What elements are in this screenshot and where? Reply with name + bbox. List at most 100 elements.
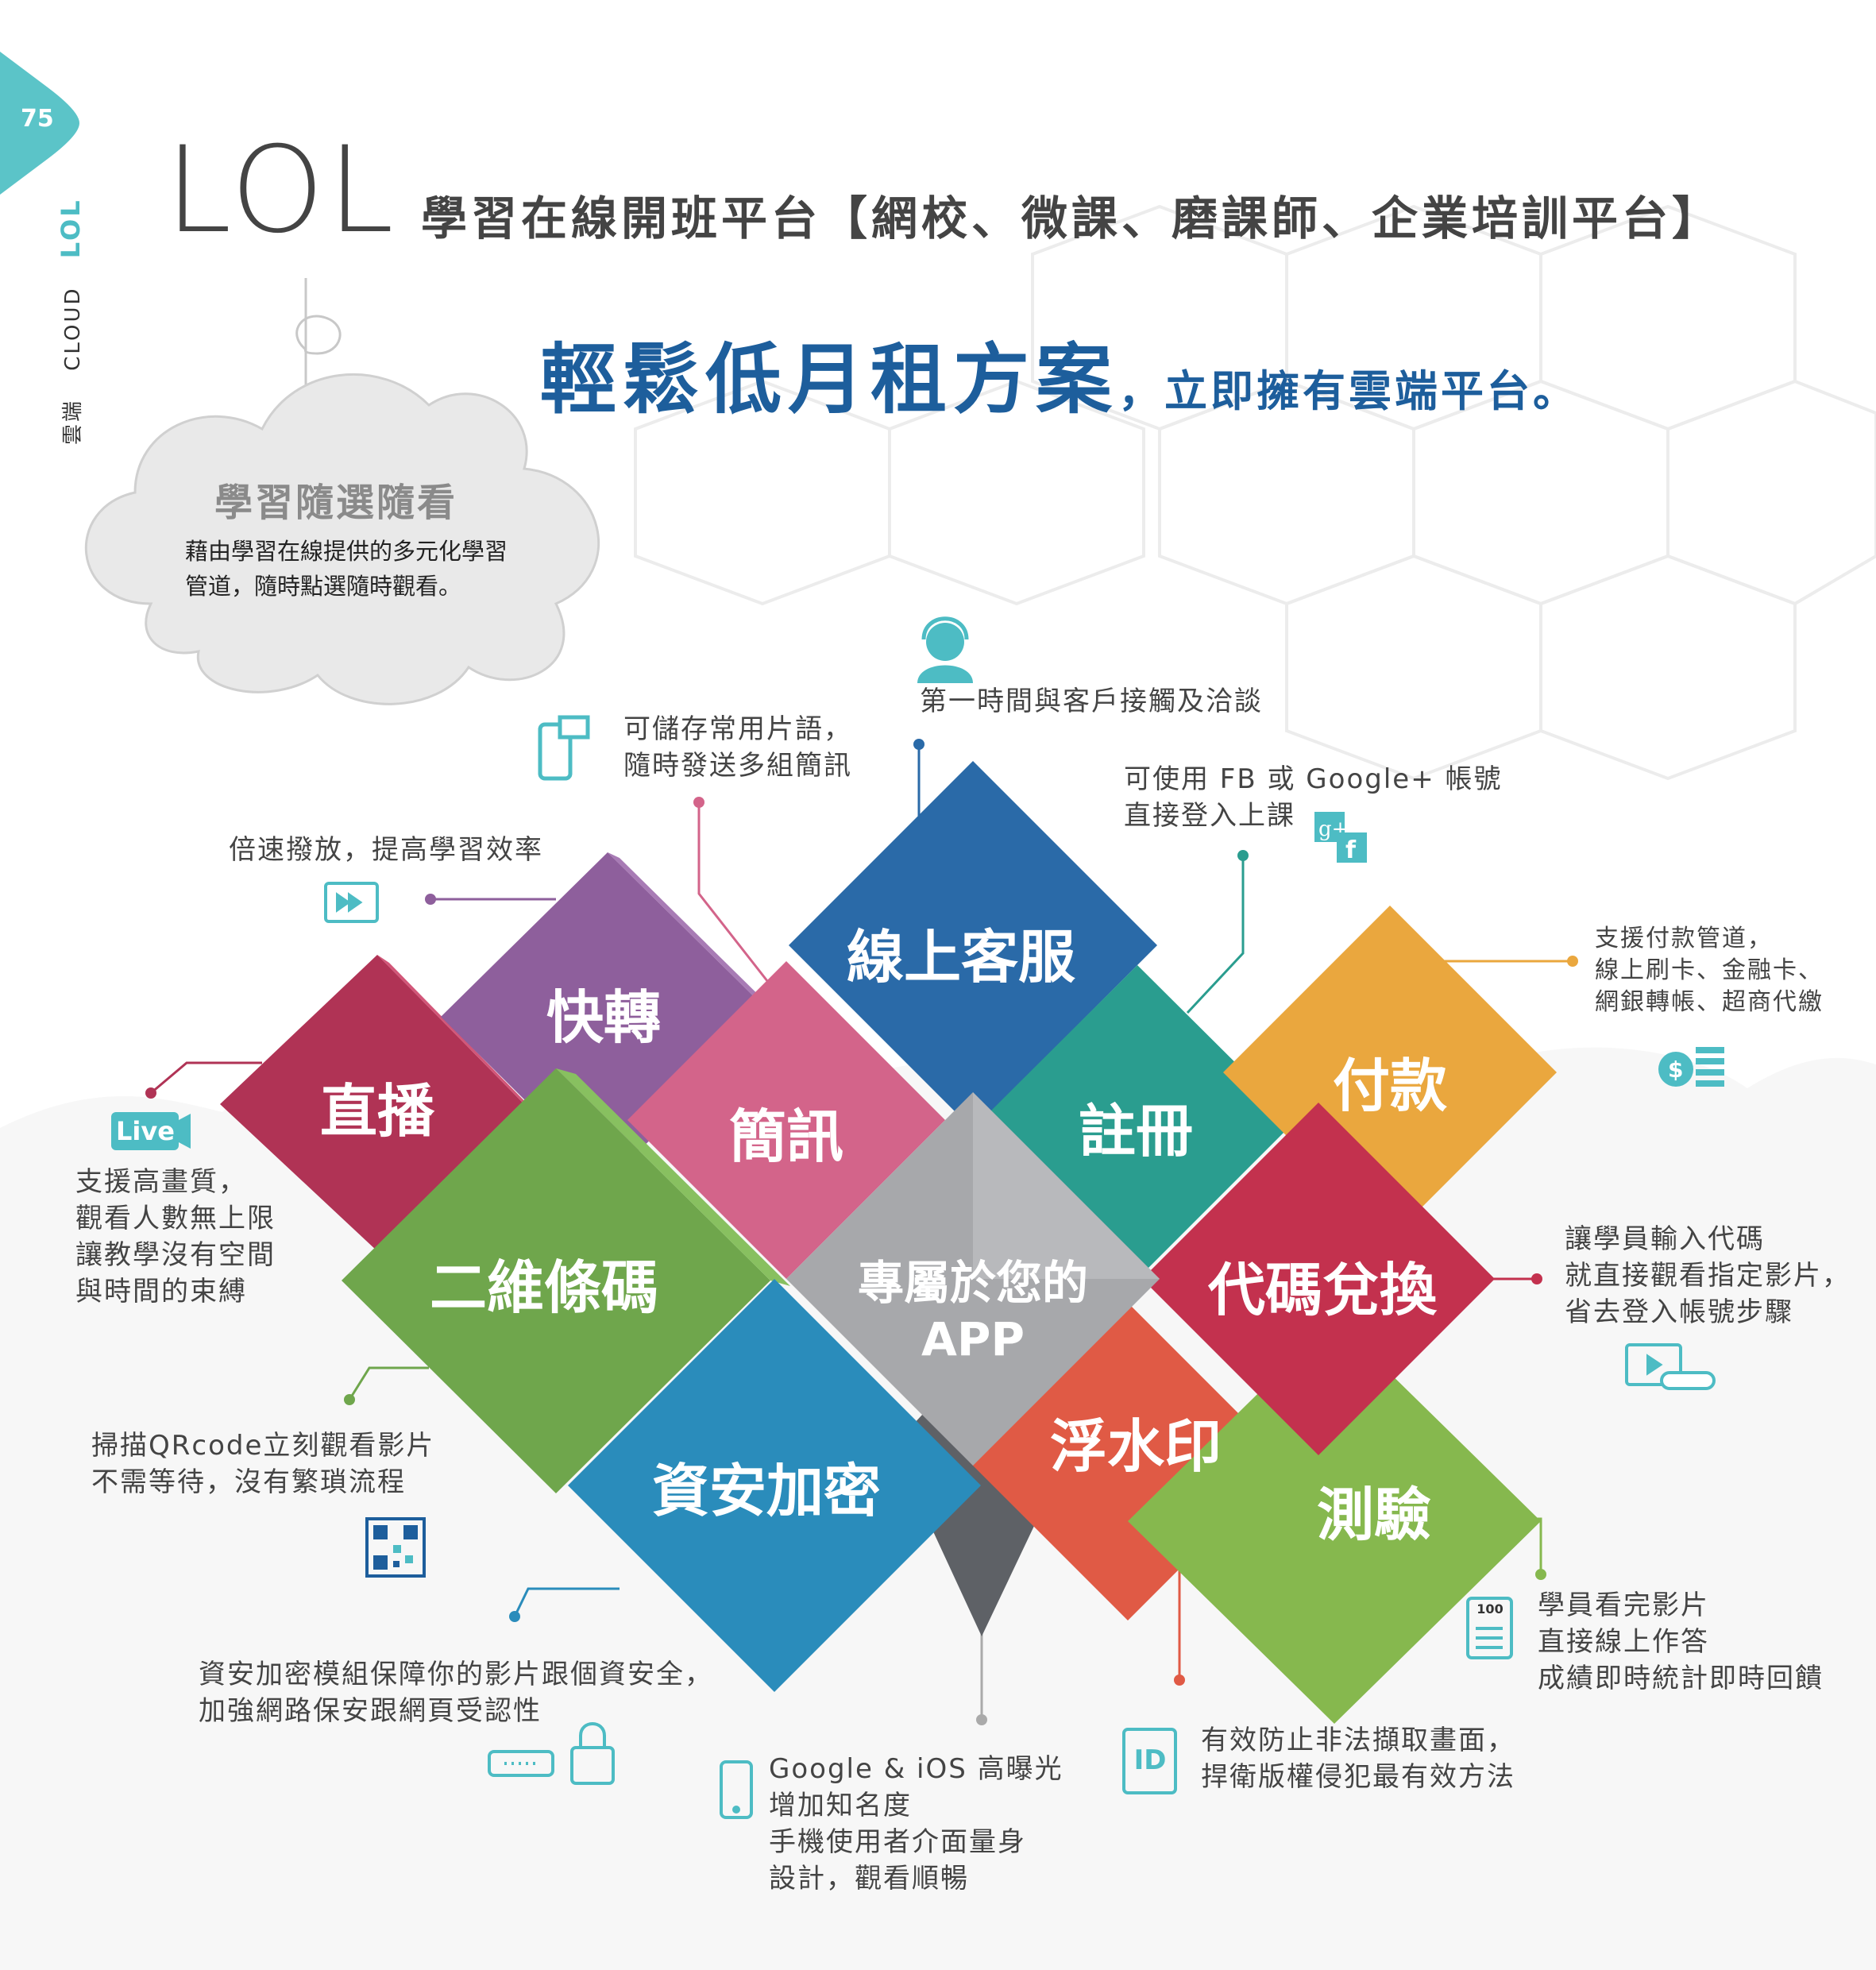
label-line: 線上刷卡、金融卡、 xyxy=(1595,956,1824,984)
cloud-note-line: 藉由學習在線提供的多元化學習 xyxy=(185,538,508,565)
tile-label-watermark: 浮水印 xyxy=(1049,1413,1222,1480)
tile-label-quiz: 測驗 xyxy=(1316,1481,1431,1548)
tile-security xyxy=(568,1279,981,1692)
qrcode-icon xyxy=(365,1517,426,1578)
label-register: 可使用 FB 或 Google+ 帳號 直接登入上課 xyxy=(1124,761,1503,834)
label-line: 直接登入上課 xyxy=(1124,800,1295,832)
tile-label-service: 線上客服 xyxy=(846,924,1075,991)
label-line: 可儲存常用片語， xyxy=(623,713,852,745)
label-app: Google & iOS 高曝光 增加知名度 手機使用者介面量身 設計，觀看順暢 xyxy=(769,1751,1063,1897)
label-line: 學員看完影片 xyxy=(1538,1590,1709,1621)
label-line: 觀看人數無上限 xyxy=(75,1203,276,1234)
headset-icon xyxy=(917,616,973,683)
tile-fast xyxy=(441,852,774,1182)
id-card-icon xyxy=(1122,1728,1177,1794)
svg-text:$: $ xyxy=(1668,1056,1683,1083)
label-line: 掃描QRcode立刻觀看影片 xyxy=(91,1430,435,1462)
tile-label-qrcode: 二維條碼 xyxy=(429,1254,658,1321)
page-number: 75 xyxy=(21,105,54,133)
chat-phone-icon xyxy=(538,715,590,781)
label-line: 加強網路保安跟網頁受認性 xyxy=(199,1695,542,1727)
page-tab xyxy=(0,52,79,195)
live-camera-icon xyxy=(111,1112,191,1150)
lock-icon xyxy=(488,1722,615,1785)
tile-label-center-line: 專屬於您的 xyxy=(857,1256,1088,1310)
video-code-icon xyxy=(1625,1343,1716,1390)
label-line: 捍衛版權侵犯最有效方法 xyxy=(1201,1761,1515,1793)
hanging-string xyxy=(295,278,342,397)
tile-label-redeem: 代碼兌換 xyxy=(1207,1257,1437,1323)
tile-label-security: 資安加密 xyxy=(651,1458,881,1524)
tile-register xyxy=(980,965,1295,1279)
page-title: 學習在線開班平台【網校、微課、磨課師、企業培訓平台】 xyxy=(421,191,1723,245)
label-redeem: 讓學員輸入代碼 就直接觀看指定影片， 省去登入帳號步驟 xyxy=(1565,1221,1851,1331)
cloud-note-body: 藉由學習在線提供的多元化學習 管道，隨時點選隨時觀看。 xyxy=(185,534,535,604)
tile-qrcode xyxy=(342,1068,770,1493)
label-fast: 倍速撥放，提高學習效率 xyxy=(229,834,543,866)
tile-label-payment: 付款 xyxy=(1332,1053,1447,1119)
label-line: 省去登入帳號步驟 xyxy=(1565,1296,1793,1328)
tile-label-center-line: APP xyxy=(921,1312,1025,1366)
headline-sub: ，立即擁有雲端平台。 xyxy=(1118,366,1579,416)
label-line: 可使用 FB 或 Google+ 帳號 xyxy=(1124,763,1503,795)
quiz-icon-score: 100 xyxy=(1476,1601,1504,1617)
label-quiz: 學員看完影片 直接線上作答 成績即時統計即時回饋 xyxy=(1538,1587,1824,1697)
label-line: 資安加密模組保障你的影片跟個資安全， xyxy=(199,1659,713,1690)
label-line: 網銀轉帳、超商代繳 xyxy=(1595,988,1824,1016)
id-icon-text: ID xyxy=(1133,1744,1167,1776)
label-line: 與時間的束縛 xyxy=(75,1276,247,1308)
label-line: 讓教學沒有空間 xyxy=(75,1239,276,1271)
video-fastforward-icon xyxy=(324,882,379,923)
label-payment: 支援付款管道， 線上刷卡、金融卡、 網銀轉帳、超商代繳 xyxy=(1595,923,1824,1018)
label-line: Google & iOS 高曝光 xyxy=(769,1753,1063,1785)
connector-sms xyxy=(697,802,772,986)
facebook-icon: f xyxy=(1337,832,1367,864)
label-watermark: 有效防止非法擷取畫面， 捍衛版權侵犯最有效方法 xyxy=(1201,1722,1515,1795)
label-line: 成績即時統計即時回饋 xyxy=(1538,1663,1824,1694)
label-line: 直接線上作答 xyxy=(1538,1626,1709,1658)
cloud-shape xyxy=(84,373,600,705)
tile-label-live: 直播 xyxy=(319,1078,434,1145)
label-sms: 可儲存常用片語， 隨時發送多組簡訊 xyxy=(623,711,852,784)
tile-label-sms: 簡訊 xyxy=(728,1103,843,1170)
side-brand-logo: LOL xyxy=(56,198,86,259)
label-line: 有效防止非法擷取畫面， xyxy=(1201,1725,1515,1756)
label-line: 支援高畫質， xyxy=(75,1166,247,1198)
tile-quiz xyxy=(1128,1319,1541,1724)
label-line: 就直接觀看指定影片， xyxy=(1565,1260,1851,1292)
svg-text:f: f xyxy=(1345,836,1357,864)
label-line: 設計，觀看順暢 xyxy=(769,1863,969,1895)
label-line: 手機使用者介面量身 xyxy=(769,1826,1026,1858)
smartphone-icon xyxy=(720,1760,753,1819)
label-live: 支援高畫質， 觀看人數無上限 讓教學沒有空間 與時間的束縛 xyxy=(75,1164,276,1310)
cloud-note-title: 學習隨選隨看 xyxy=(214,481,458,525)
side-brand-section: 雲端 xyxy=(61,398,85,445)
diamond-tiles xyxy=(220,761,1557,1724)
label-security: 資安加密模組保障你的影片跟個資安全， 加強網路保安跟網頁受認性 xyxy=(199,1656,713,1729)
connector-live xyxy=(150,1061,262,1095)
hex-network-background xyxy=(634,204,1876,781)
title-logo: LOL xyxy=(165,122,397,260)
connector-register xyxy=(1186,856,1245,1014)
label-service: 第一時間與客戶接觸及洽談 xyxy=(920,686,1263,717)
label-line: 不需等待，沒有繁瑣流程 xyxy=(91,1466,406,1498)
connector-security xyxy=(513,1587,620,1617)
label-line: 讓學員輸入代碼 xyxy=(1565,1223,1765,1255)
connector-qrcode xyxy=(348,1366,429,1400)
headline-main: 輕鬆低月租方案 xyxy=(540,335,1118,424)
label-line: 支援付款管道， xyxy=(1595,925,1773,952)
coins-icon: $ xyxy=(1658,1047,1724,1087)
checklist-icon xyxy=(1466,1597,1513,1659)
cloud-note-line: 管道，隨時點選隨時觀看。 xyxy=(185,573,462,600)
tile-label-center: 專屬於您的 APP xyxy=(830,1246,1116,1366)
tile-label-register: 註冊 xyxy=(1078,1098,1193,1165)
side-brand-category: CLOUD xyxy=(61,286,85,371)
side-brand: 雲端 CLOUD LOL xyxy=(6,198,86,445)
label-line: 隨時發送多組簡訊 xyxy=(623,750,852,782)
tile-redeem xyxy=(1142,1103,1495,1455)
headline: 輕鬆低月租方案，立即擁有雲端平台。 xyxy=(540,318,1579,428)
label-line: 增加知名度 xyxy=(769,1790,912,1821)
tile-label-fast: 快轉 xyxy=(546,984,661,1051)
label-qrcode: 掃描QRcode立刻觀看影片 不需等待，沒有繁瑣流程 xyxy=(91,1427,434,1501)
